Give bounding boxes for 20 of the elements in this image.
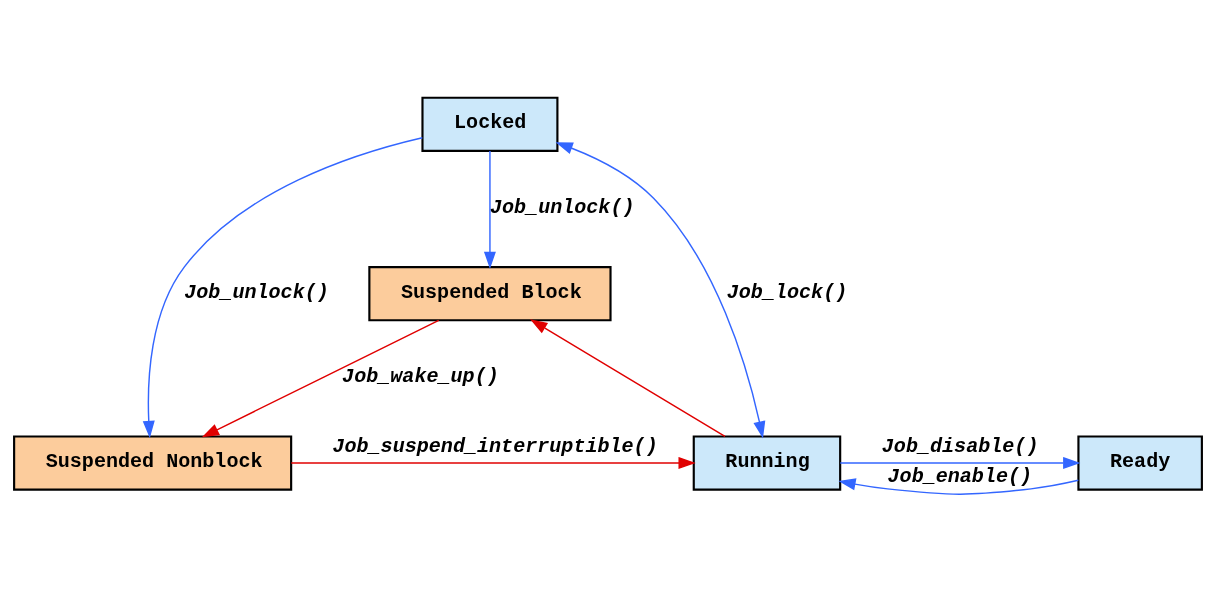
arrow: [839, 456, 1081, 469]
arrow: [201, 319, 440, 437]
node-box: Locked: [421, 96, 559, 152]
arrow: [142, 136, 424, 438]
edge-label: Job_disable(): [881, 434, 1039, 458]
arrow: [555, 141, 766, 439]
node-box: Ready: [1077, 434, 1203, 491]
arrow: [483, 149, 496, 269]
edge-label: Job_suspend_interruptible(): [332, 434, 658, 458]
node-box: Running: [692, 434, 842, 491]
arrow: [838, 477, 1079, 495]
edge-label: Job_enable(): [887, 464, 1033, 488]
edge-label: Job_wake_up(): [342, 364, 499, 388]
node-box: Suspended Nonblock: [13, 434, 293, 491]
arrow: [530, 318, 726, 437]
edge-label: Job_lock(): [726, 280, 848, 304]
node-box: Suspended Block: [368, 265, 612, 321]
edge-label: Job_unlock(): [489, 195, 635, 219]
edge-label: Job_unlock(): [184, 280, 329, 304]
arrow: [290, 456, 696, 469]
